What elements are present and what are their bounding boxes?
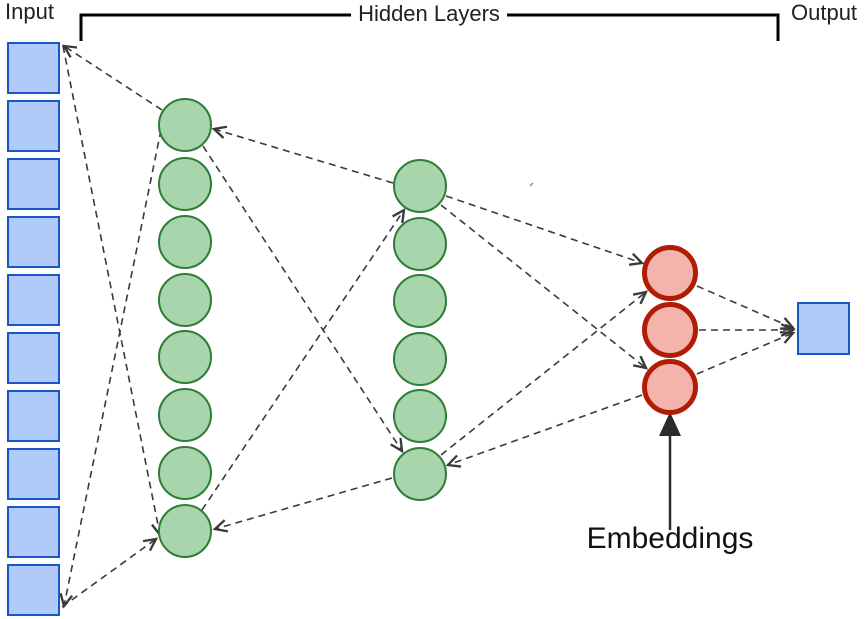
connections-input-hidden1 — [59, 44, 165, 609]
connections-embeddings-output — [696, 285, 796, 375]
hidden1-node — [158, 388, 212, 442]
input-node — [7, 448, 60, 500]
embeddings-label: Embeddings — [586, 522, 754, 555]
input-node — [7, 564, 60, 616]
stray-mark — [529, 182, 534, 187]
connections-hidden1-hidden2 — [201, 125, 406, 533]
hidden1-node — [158, 330, 212, 384]
embedding-node — [642, 359, 698, 415]
input-node — [7, 216, 60, 268]
hidden2-node — [393, 389, 447, 443]
hidden2-node — [393, 217, 447, 271]
hidden1-node — [158, 504, 212, 558]
input-label: Input — [5, 0, 54, 24]
input-node — [7, 506, 60, 558]
output-label: Output — [791, 0, 858, 25]
hidden1-node — [158, 215, 212, 269]
input-node — [7, 390, 60, 442]
hidden1-node — [158, 98, 212, 152]
embedding-node — [642, 302, 698, 358]
hidden2-node — [393, 159, 447, 213]
hidden-layers-label: Hidden Layers — [351, 2, 507, 26]
embedding-node — [642, 245, 698, 301]
hidden1-node — [158, 157, 212, 211]
input-node — [7, 100, 60, 152]
input-node — [7, 332, 60, 384]
input-node — [7, 42, 60, 94]
input-node — [7, 274, 60, 326]
connections-hidden2-embeddings — [440, 195, 649, 468]
hidden1-node — [158, 446, 212, 500]
hidden1-node — [158, 273, 212, 327]
output-node — [797, 302, 850, 355]
input-node — [7, 158, 60, 210]
hidden2-node — [393, 447, 447, 501]
hidden2-node — [393, 274, 447, 328]
hidden2-node — [393, 332, 447, 386]
embeddings-pointer-arrow — [659, 412, 681, 530]
